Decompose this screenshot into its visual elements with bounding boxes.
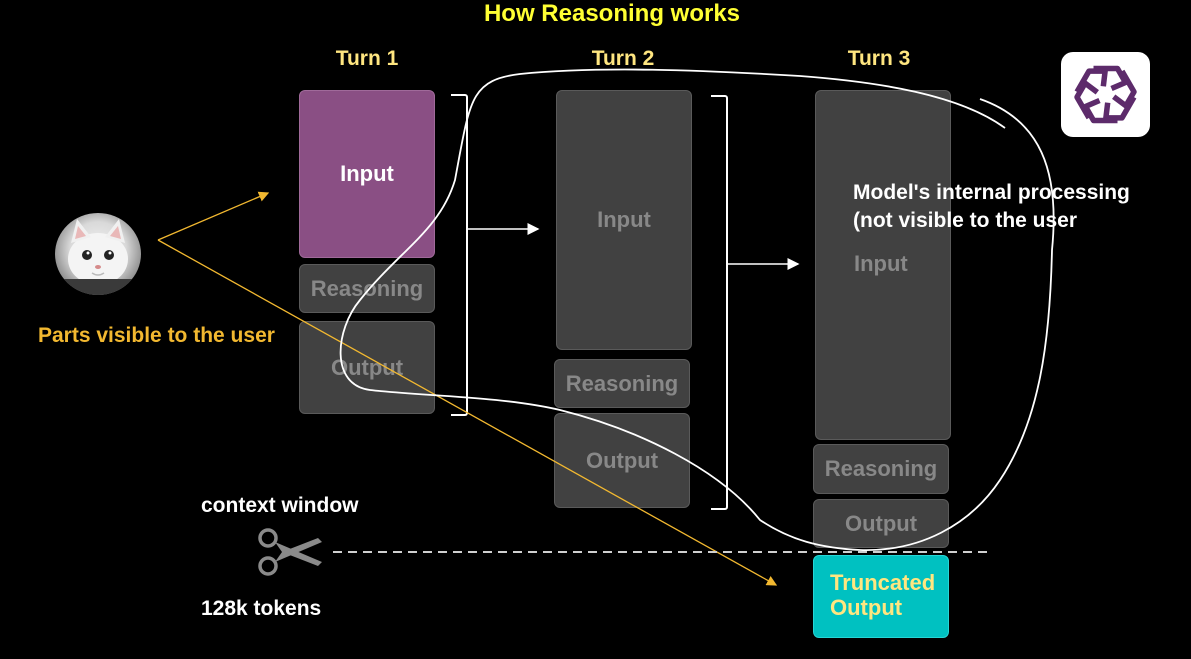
turn-1-bracket [451, 94, 468, 416]
turn-1-output-box: Output [299, 321, 435, 414]
pointer-to-input-arrow [157, 191, 270, 241]
turn-3-reasoning-label: Reasoning [824, 456, 938, 481]
truncated-output-box: Truncated Output [813, 555, 949, 638]
turn-1-reasoning-box: Reasoning [299, 264, 435, 313]
turn-2-reasoning-label: Reasoning [565, 370, 679, 396]
turn-3-input-box: Input [815, 90, 951, 440]
turn-1-input-box: Input [299, 90, 435, 258]
pointer-to-truncated-arrow [157, 239, 778, 586]
context-window-label: context window [201, 494, 359, 517]
cat-avatar-icon [55, 213, 141, 295]
visible-parts-note: Parts visible to the user [38, 324, 275, 347]
turn-2-output-label: Output [585, 447, 659, 473]
turn-1-reasoning-label: Reasoning [310, 275, 424, 301]
turn-2-input-label: Input [597, 207, 651, 232]
scissors-icon [258, 528, 322, 576]
turn-2-input-box: Input [556, 90, 692, 350]
turn-3-output-label: Output [844, 510, 918, 536]
hidden-region-outline [339, 68, 1055, 551]
tokens-label: 128k tokens [201, 597, 322, 620]
openai-logo-icon [1061, 52, 1150, 137]
turn-3-reasoning-box: Reasoning [813, 444, 949, 494]
diagram-title: How Reasoning works [483, 0, 741, 27]
turn-2-reasoning-box: Reasoning [554, 359, 690, 408]
turn-2-label: Turn 2 [591, 47, 655, 70]
truncated-output-label: Truncated Output [830, 570, 936, 620]
turn-1-label: Turn 1 [335, 47, 399, 70]
turn-1-input-label: Input [340, 161, 394, 186]
turn-3-label: Turn 3 [847, 47, 911, 70]
turn-2-bracket [711, 95, 728, 510]
turn-3-input-label: Input [854, 251, 908, 276]
internal-processing-note: Model's internal processing (not visible… [853, 181, 1130, 232]
